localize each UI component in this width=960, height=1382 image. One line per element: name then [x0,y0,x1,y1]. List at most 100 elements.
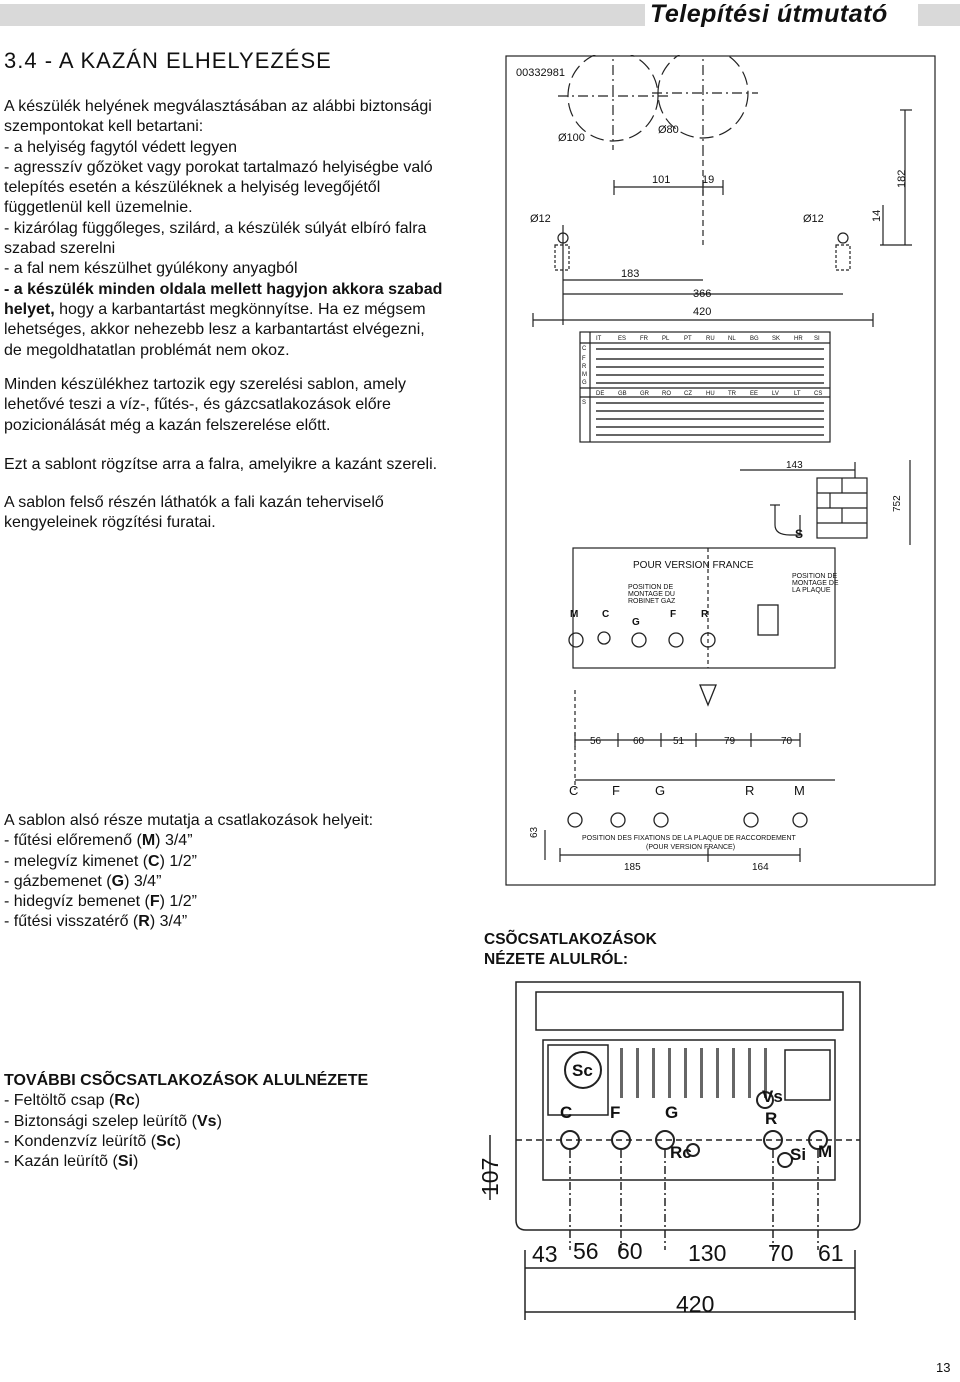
page-number: 13 [936,1360,951,1375]
svg-text:56: 56 [573,1238,599,1264]
lower-item: - fűtési előremenő (M) 3/4” [4,832,193,850]
label-s: S [795,527,803,541]
intro-line-mixed: helyet, hogy a karbantartást megkönnyíts… [4,300,442,320]
svg-text:ES: ES [618,336,626,342]
svg-text:BG: BG [750,336,759,342]
svg-text:GR: GR [640,391,650,397]
svg-text:SI: SI [814,336,820,342]
svg-text:F: F [670,609,676,620]
svg-text:130: 130 [688,1240,726,1266]
svg-text:60: 60 [633,736,645,747]
intro-paragraph: A készülék helyének megválasztásában az … [4,97,442,361]
lower-list: A sablon alsó része mutatja a csatlakozá… [4,811,373,933]
header-bar [0,4,645,26]
intro-line: A készülék helyének megválasztásában az … [4,98,432,115]
svg-text:MONTAGE DE: MONTAGE DE [792,580,839,587]
svg-text:FR: FR [640,336,649,342]
svg-text:R: R [701,609,709,620]
svg-text:R: R [582,364,587,370]
template-line: pozicionálását még a kazán felszerelése … [4,416,331,434]
intro-line: - kizárólag függőleges, szilárd, a készü… [4,219,427,237]
svg-text:SK: SK [772,336,780,342]
svg-text:CS: CS [814,391,822,397]
svg-text:HR: HR [794,336,803,342]
svg-text:PT: PT [684,336,692,342]
template-line: Minden készülékhez tartozik egy szerelés… [4,376,406,393]
svg-text:G: G [665,1103,678,1122]
table-headers: IT ES FR PL PT RU NL BG SK HR SI DE GB G… [582,336,822,406]
upper-line: kengyeleinek rögzítési furatai. [4,514,216,532]
svg-text:107: 107 [477,1158,503,1196]
template-code: 00332981 [516,67,565,79]
svg-text:C: C [560,1103,572,1122]
dim-752: 752 [892,495,903,512]
svg-text:70: 70 [781,736,793,747]
svg-text:164: 164 [752,862,769,873]
svg-text:F: F [582,356,586,362]
svg-text:79: 79 [724,736,736,747]
caption-line: CSÕCSATLAKOZÁSOK [484,931,657,948]
lower-item: - hidegvíz bemenet (F) 1/2” [4,893,197,911]
intro-span: Ha ez mégsem [313,300,426,318]
section-title: 3.4 - A KAZÁN ELHELYEZÉSE [4,48,332,73]
dim-183: 183 [621,268,639,280]
intro-line: - a készülék minden oldala mellett hagyj… [4,280,443,298]
svg-text:LA PLAQUE: LA PLAQUE [792,587,831,594]
svg-text:LT: LT [794,391,801,397]
lower-item: - melegvíz kimenet (C) 1/2” [4,852,197,870]
svg-text:61: 61 [818,1240,844,1266]
svg-text:M: M [582,372,587,378]
lower-item: - fűtési visszatérő (R) 3/4” [4,913,188,931]
svg-text:M: M [794,783,805,798]
svg-text:HU: HU [706,391,715,397]
dim-366: 366 [693,288,711,300]
svg-text:M: M [570,609,578,620]
boiler-bottom-view: Sc C F G Vs R Rc Si M 107 43 56 60 130 7… [477,981,861,1320]
svg-text:G: G [655,783,665,798]
svg-text:TR: TR [728,391,737,397]
svg-text:LV: LV [772,391,779,397]
template-frame [505,55,936,886]
svg-text:MONTAGE DU: MONTAGE DU [628,591,675,598]
fix-paragraph: Ezt a sablont rögzítse arra a falra, ame… [4,456,438,473]
svg-text:S: S [582,400,586,406]
france-title: POUR VERSION FRANCE [633,560,754,571]
svg-text:POSITION DES FIXATIONS DE LA P: POSITION DES FIXATIONS DE LA PLAQUE DE R… [582,835,797,842]
intro-bold: helyet, [4,300,55,318]
intro-line: de megoldhatatlan problémát nem okoz. [4,341,290,359]
caption-line: NÉZETE ALULRÓL: [484,951,629,968]
svg-text:EE: EE [750,391,758,397]
svg-text:C: C [569,783,578,798]
svg-text:F: F [610,1103,620,1122]
svg-text:Rc: Rc [670,1143,692,1162]
upper-paragraph: A sablon felső részén láthatók a fali ka… [4,493,384,534]
extra-list: TOVÁBBI CSÕCSATLAKOZÁSOK ALULNÉZETE - Fe… [4,1071,368,1172]
svg-text:Sc: Sc [572,1061,593,1080]
svg-text:185: 185 [624,862,641,873]
template-paragraph: Minden készülékhez tartozik egy szerelés… [4,375,406,436]
svg-text:70: 70 [768,1240,794,1266]
intro-line: szempontokat kell betartani: [4,118,204,136]
extra-item: - Kazán leürítõ (Si) [4,1153,139,1171]
svg-text:RU: RU [706,336,715,342]
svg-text:Si: Si [790,1145,806,1164]
svg-text:56: 56 [590,736,602,747]
svg-text:R: R [745,783,754,798]
intro-line: lehetséges, akkor nehezebb lesz a karban… [4,321,425,339]
dim-19: 19 [702,174,714,186]
svg-text:43: 43 [532,1241,558,1267]
svg-text:420: 420 [676,1291,714,1317]
svg-text:G: G [632,617,640,628]
extra-title: TOVÁBBI CSÕCSATLAKOZÁSOK ALULNÉZETE [4,1072,369,1089]
dim-d12b: Ø12 [803,213,824,225]
svg-text:NL: NL [728,336,736,342]
svg-text:C: C [602,609,609,620]
intro-line: - a fal nem készülhet gyúlékony anyagból [4,260,298,278]
svg-text:IT: IT [596,336,602,342]
svg-text:POSITION DE: POSITION DE [628,584,673,591]
dim-14: 14 [871,210,883,222]
lower-item: - gázbemenet (G) 3/4” [4,872,162,890]
svg-text:PL: PL [662,336,670,342]
svg-text:DE: DE [596,391,604,397]
intro-span: hogy a karbantartást megkönnyítse. [54,300,314,318]
